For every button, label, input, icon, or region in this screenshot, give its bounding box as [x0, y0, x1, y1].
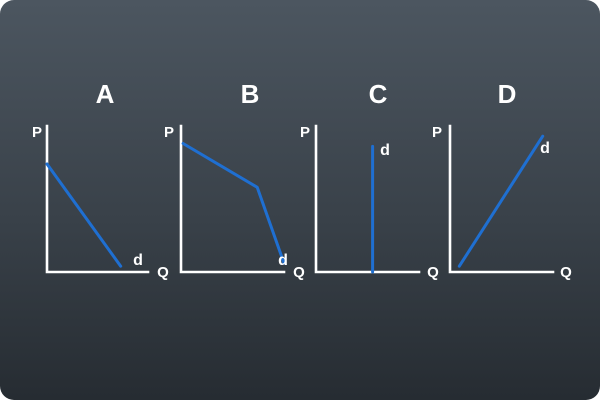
y-axis-label: P — [32, 124, 42, 141]
axis-frame — [45, 124, 150, 274]
panel-a: A P Q d — [32, 79, 169, 281]
panel-title: A — [96, 79, 115, 109]
curve-label: d — [540, 140, 550, 157]
curve-label: d — [380, 142, 390, 159]
demand-curve — [181, 142, 286, 265]
x-axis-label: Q — [293, 264, 305, 281]
curve-label: d — [133, 252, 143, 269]
panel-d: D P Q d — [432, 79, 572, 281]
panel-title: B — [241, 79, 260, 109]
panel-c: C P Q d — [300, 79, 439, 281]
curve-label: d — [278, 252, 288, 269]
x-axis-label: Q — [560, 264, 572, 281]
panel-title: C — [369, 79, 388, 109]
axis-frame — [314, 124, 421, 274]
panel-b: B P Q d — [164, 79, 305, 281]
axis-frame — [179, 124, 286, 274]
panel-title: D — [498, 79, 517, 109]
axis-frame — [448, 124, 555, 274]
y-axis-label: P — [432, 124, 442, 141]
y-axis-label: P — [164, 124, 174, 141]
x-axis-label: Q — [157, 264, 169, 281]
y-axis-label: P — [300, 124, 310, 141]
demand-curve — [457, 134, 545, 268]
x-axis-label: Q — [427, 264, 439, 281]
demand-curve — [45, 162, 123, 268]
